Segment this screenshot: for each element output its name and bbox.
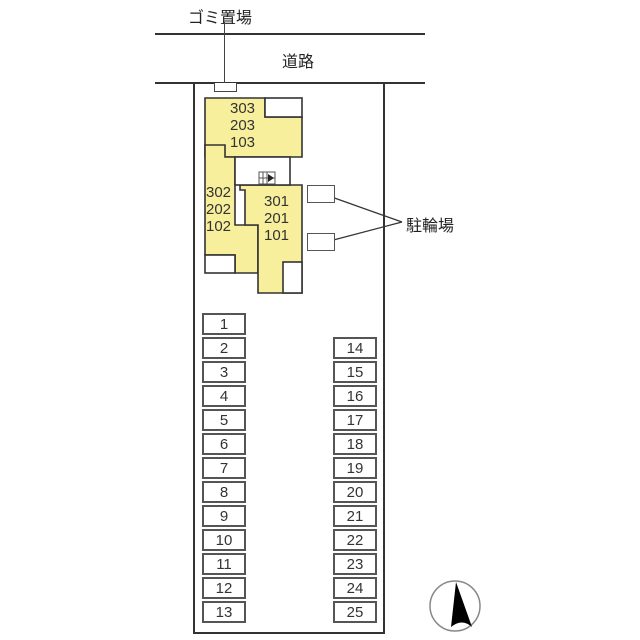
parking-slot-10: 10 [202, 529, 246, 551]
parking-slot-1: 1 [202, 313, 246, 335]
unit-label-group-b: 302 202 102 [206, 184, 231, 235]
parking-slot-25: 25 [333, 601, 377, 623]
garbage-area [214, 83, 237, 92]
parking-slot-17: 17 [333, 409, 377, 431]
parking-slot-12: 12 [202, 577, 246, 599]
parking-slot-19: 19 [333, 457, 377, 479]
building-block-a-notch [264, 97, 303, 118]
parking-slot-14: 14 [333, 337, 377, 359]
unit-label-group-c: 301 201 101 [264, 193, 289, 244]
unit-203: 203 [230, 117, 256, 134]
parking-slot-20: 20 [333, 481, 377, 503]
site-boundary-bottom [193, 632, 385, 634]
unit-301: 301 [264, 193, 290, 210]
stair-icon [258, 171, 276, 185]
site-boundary-right [383, 83, 385, 634]
bicycle-parking-1 [307, 185, 335, 203]
unit-102: 102 [206, 218, 232, 235]
parking-slot-4: 4 [202, 385, 246, 407]
parking-slot-15: 15 [333, 361, 377, 383]
bicycle-parking-2 [307, 233, 335, 251]
unit-103: 103 [230, 134, 256, 151]
road-label: 道路 [282, 52, 315, 71]
unit-202: 202 [206, 201, 232, 218]
parking-slot-7: 7 [202, 457, 246, 479]
unit-201: 201 [264, 210, 290, 227]
parking-slot-18: 18 [333, 433, 377, 455]
parking-slot-3: 3 [202, 361, 246, 383]
unit-303: 303 [230, 100, 256, 117]
unit-label-group-a: 303 203 103 [230, 100, 255, 151]
unit-302: 302 [206, 184, 232, 201]
building-block-b-notch [204, 254, 236, 274]
building-block-c-notch [282, 261, 303, 294]
parking-slot-22: 22 [333, 529, 377, 551]
parking-slot-11: 11 [202, 553, 246, 575]
bicycle-parking-label: 駐輪場 [406, 216, 455, 235]
road-edge-top [155, 33, 425, 35]
parking-slot-5: 5 [202, 409, 246, 431]
garbage-area-label: ゴミ置場 [188, 8, 253, 27]
bike-leader-2 [321, 221, 403, 244]
north-arrow-icon [429, 580, 481, 632]
parking-slot-21: 21 [333, 505, 377, 527]
road-edge-bottom [155, 82, 425, 84]
parking-slot-13: 13 [202, 601, 246, 623]
parking-slot-9: 9 [202, 505, 246, 527]
parking-slot-6: 6 [202, 433, 246, 455]
unit-101: 101 [264, 227, 290, 244]
bike-leader-1 [325, 194, 403, 223]
garbage-leader-line [224, 22, 225, 88]
site-boundary-left [193, 83, 195, 634]
parking-slot-16: 16 [333, 385, 377, 407]
parking-slot-8: 8 [202, 481, 246, 503]
parking-slot-24: 24 [333, 577, 377, 599]
parking-slot-23: 23 [333, 553, 377, 575]
parking-slot-2: 2 [202, 337, 246, 359]
